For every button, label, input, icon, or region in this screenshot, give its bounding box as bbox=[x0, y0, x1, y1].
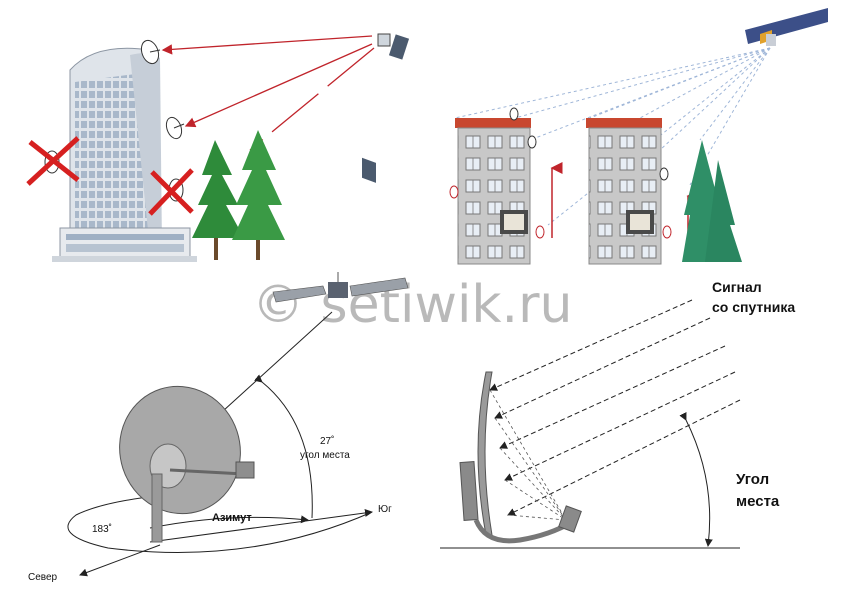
tree-icon bbox=[232, 130, 285, 260]
north-label: Север bbox=[28, 572, 58, 583]
dish-icon bbox=[449, 107, 672, 239]
azimuth-caption: Азимут bbox=[212, 512, 252, 524]
house-icon bbox=[586, 118, 662, 265]
watermark: © setiwik.ru bbox=[252, 275, 572, 335]
svg-text:© setiwik.ru: © setiwik.ru bbox=[252, 275, 572, 335]
fir-trees-icon bbox=[682, 140, 742, 262]
houses-panel bbox=[449, 8, 828, 265]
dish-icon bbox=[165, 116, 185, 140]
signal-label-2: со спутника bbox=[712, 299, 795, 315]
dish-angles-panel: 27˚ угол места Азимут 183˚ Юг Север bbox=[28, 272, 409, 583]
house-icon bbox=[455, 118, 531, 265]
angle-label-2: места bbox=[736, 493, 780, 510]
azimuth-value: 183˚ bbox=[92, 523, 112, 535]
elevation-arc-right bbox=[679, 411, 713, 547]
signal-lines bbox=[161, 35, 375, 151]
signal-beams bbox=[454, 47, 771, 226]
satellite-icon bbox=[362, 33, 410, 183]
satellite-icon bbox=[745, 8, 828, 46]
reflected-rays bbox=[489, 389, 567, 521]
blocked-cross-icon bbox=[148, 168, 194, 216]
north-arrow bbox=[79, 544, 161, 577]
south-label: Юг bbox=[378, 504, 392, 515]
blocked-cross-icon bbox=[26, 136, 80, 186]
skyscraper-icon bbox=[52, 47, 197, 262]
elevation-arc bbox=[254, 374, 313, 519]
satellite-dish-icon bbox=[119, 385, 255, 543]
south-arrow bbox=[149, 508, 373, 543]
offset-dish-panel: Сигнал со спутника Угол места bbox=[440, 279, 795, 549]
tower-panel bbox=[26, 33, 410, 262]
offset-dish-icon bbox=[459, 371, 582, 544]
signal-label: Сигнал bbox=[712, 279, 762, 295]
elevation-value: 27˚ bbox=[320, 435, 334, 447]
satellite-icon bbox=[272, 272, 409, 303]
dish-icon bbox=[140, 39, 161, 65]
elevation-caption: угол места bbox=[300, 450, 350, 461]
azimuth-arc bbox=[149, 515, 309, 529]
angle-label: Угол bbox=[736, 471, 769, 488]
tree-icon bbox=[192, 140, 244, 260]
